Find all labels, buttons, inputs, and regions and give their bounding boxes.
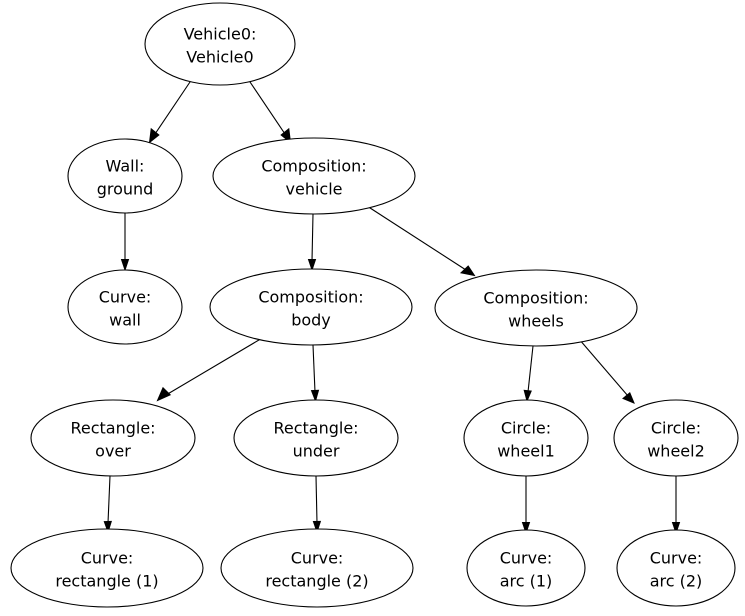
node-label-line1: Rectangle: bbox=[273, 419, 358, 438]
node-label-line2: wall bbox=[109, 311, 141, 330]
node-composition-wheels[interactable]: Composition: wheels bbox=[434, 269, 638, 347]
edge-line bbox=[578, 338, 629, 397]
node-label-line2: wheels bbox=[508, 312, 564, 331]
node-circle-wheel2[interactable]: Circle: wheel2 bbox=[613, 399, 739, 477]
arrowhead bbox=[156, 386, 172, 402]
node-layer: Vehicle0: Vehicle0 Wall: ground Composit… bbox=[10, 2, 739, 608]
node-label-line1: Rectangle: bbox=[70, 419, 155, 438]
arrowhead bbox=[103, 520, 112, 534]
node-label-line1: Curve: bbox=[81, 549, 134, 568]
node-label-line2: vehicle bbox=[286, 180, 343, 199]
node-label-line2: ground bbox=[97, 180, 154, 199]
edge-composition-wheels-to-circle-wheel1 bbox=[523, 345, 534, 403]
node-label-line2: arc (2) bbox=[650, 572, 703, 591]
arrowhead bbox=[671, 522, 681, 535]
node-label-line1: Circle: bbox=[501, 419, 551, 438]
edge-line bbox=[311, 213, 314, 262]
node-label-line2: body bbox=[291, 311, 331, 330]
edge-line bbox=[165, 336, 265, 396]
edge-layer bbox=[103, 78, 681, 535]
node-label-line1: Curve: bbox=[650, 549, 703, 568]
node-shape[interactable] bbox=[10, 528, 204, 608]
node-shape[interactable] bbox=[466, 529, 586, 607]
node-label-line1: Composition: bbox=[483, 289, 588, 308]
node-label-line2: under bbox=[293, 442, 340, 461]
node-shape[interactable] bbox=[67, 138, 183, 214]
edge-vehicle0-to-wall-ground bbox=[148, 78, 193, 144]
node-curve-arc-2[interactable]: Curve: arc (2) bbox=[616, 529, 736, 607]
arrowhead bbox=[622, 391, 635, 404]
node-shape[interactable] bbox=[209, 268, 413, 346]
node-shape[interactable] bbox=[220, 528, 414, 608]
node-circle-wheel1[interactable]: Circle: wheel1 bbox=[463, 399, 589, 477]
node-curve-arc-1[interactable]: Curve: arc (1) bbox=[466, 529, 586, 607]
arrowhead bbox=[120, 259, 130, 272]
edge-circle-wheel2-to-curve-arc-2 bbox=[671, 476, 681, 535]
node-curve-wall[interactable]: Curve: wall bbox=[67, 269, 183, 345]
arrowhead bbox=[459, 265, 476, 277]
node-label-line1: Curve: bbox=[500, 549, 553, 568]
node-shape[interactable] bbox=[616, 529, 736, 607]
node-shape[interactable] bbox=[30, 399, 196, 477]
edge-composition-vehicle-to-composition-wheels bbox=[366, 205, 476, 277]
edge-composition-wheels-to-circle-wheel2 bbox=[578, 338, 635, 404]
node-rectangle-under[interactable]: Rectangle: under bbox=[233, 399, 399, 477]
edge-composition-body-to-rectangle-under bbox=[310, 344, 320, 403]
edge-line bbox=[154, 78, 193, 135]
node-composition-vehicle[interactable]: Composition: vehicle bbox=[212, 137, 416, 215]
arrowhead bbox=[523, 389, 532, 403]
arrowhead bbox=[312, 520, 322, 534]
node-label-line2: arc (1) bbox=[500, 572, 553, 591]
node-rectangle-over[interactable]: Rectangle: over bbox=[30, 399, 196, 477]
arrowhead bbox=[310, 389, 320, 403]
node-label-line2: rectangle (1) bbox=[55, 572, 158, 591]
node-label-line1: Wall: bbox=[106, 157, 145, 176]
arrowhead bbox=[307, 259, 317, 272]
node-shape[interactable] bbox=[463, 399, 589, 477]
edge-line bbox=[527, 345, 534, 393]
node-label-line2: wheel1 bbox=[497, 442, 555, 461]
edge-line bbox=[247, 78, 286, 135]
node-shape[interactable] bbox=[144, 2, 296, 86]
node-shape[interactable] bbox=[434, 269, 638, 347]
edge-line bbox=[315, 475, 318, 524]
arrowhead bbox=[148, 127, 160, 144]
edge-rectangle-under-to-curve-rectangle-2 bbox=[312, 475, 322, 534]
node-shape[interactable] bbox=[212, 137, 416, 215]
edge-composition-vehicle-to-composition-body bbox=[307, 213, 317, 272]
node-label-line2: over bbox=[95, 442, 131, 461]
arrowhead bbox=[521, 522, 531, 535]
edge-composition-body-to-rectangle-over bbox=[156, 336, 265, 402]
node-shape[interactable] bbox=[233, 399, 399, 477]
node-label-line2: wheel2 bbox=[647, 442, 705, 461]
edge-wall-ground-to-curve-wall bbox=[120, 213, 130, 272]
node-composition-body[interactable]: Composition: body bbox=[209, 268, 413, 346]
node-label-line1: Curve: bbox=[99, 288, 152, 307]
edge-line bbox=[107, 475, 111, 524]
node-shape[interactable] bbox=[613, 399, 739, 477]
node-vehicle0[interactable]: Vehicle0: Vehicle0 bbox=[144, 2, 296, 86]
node-label-line1: Vehicle0: bbox=[184, 25, 257, 44]
node-shape[interactable] bbox=[67, 269, 183, 345]
node-wall-ground[interactable]: Wall: ground bbox=[67, 138, 183, 214]
node-curve-rectangle-2[interactable]: Curve: rectangle (2) bbox=[220, 528, 414, 608]
edge-circle-wheel1-to-curve-arc-1 bbox=[521, 476, 531, 535]
edge-rectangle-over-to-curve-rectangle-1 bbox=[103, 475, 112, 534]
node-label-line2: rectangle (2) bbox=[265, 572, 368, 591]
node-label-line1: Composition: bbox=[261, 157, 366, 176]
edge-line bbox=[366, 205, 467, 271]
edge-vehicle0-to-composition-vehicle bbox=[247, 78, 292, 144]
edge-line bbox=[312, 344, 316, 393]
node-label-line2: Vehicle0 bbox=[186, 48, 253, 67]
node-label-line1: Circle: bbox=[651, 419, 701, 438]
node-curve-rectangle-1[interactable]: Curve: rectangle (1) bbox=[10, 528, 204, 608]
node-label-line1: Curve: bbox=[291, 549, 344, 568]
node-label-line1: Composition: bbox=[258, 288, 363, 307]
